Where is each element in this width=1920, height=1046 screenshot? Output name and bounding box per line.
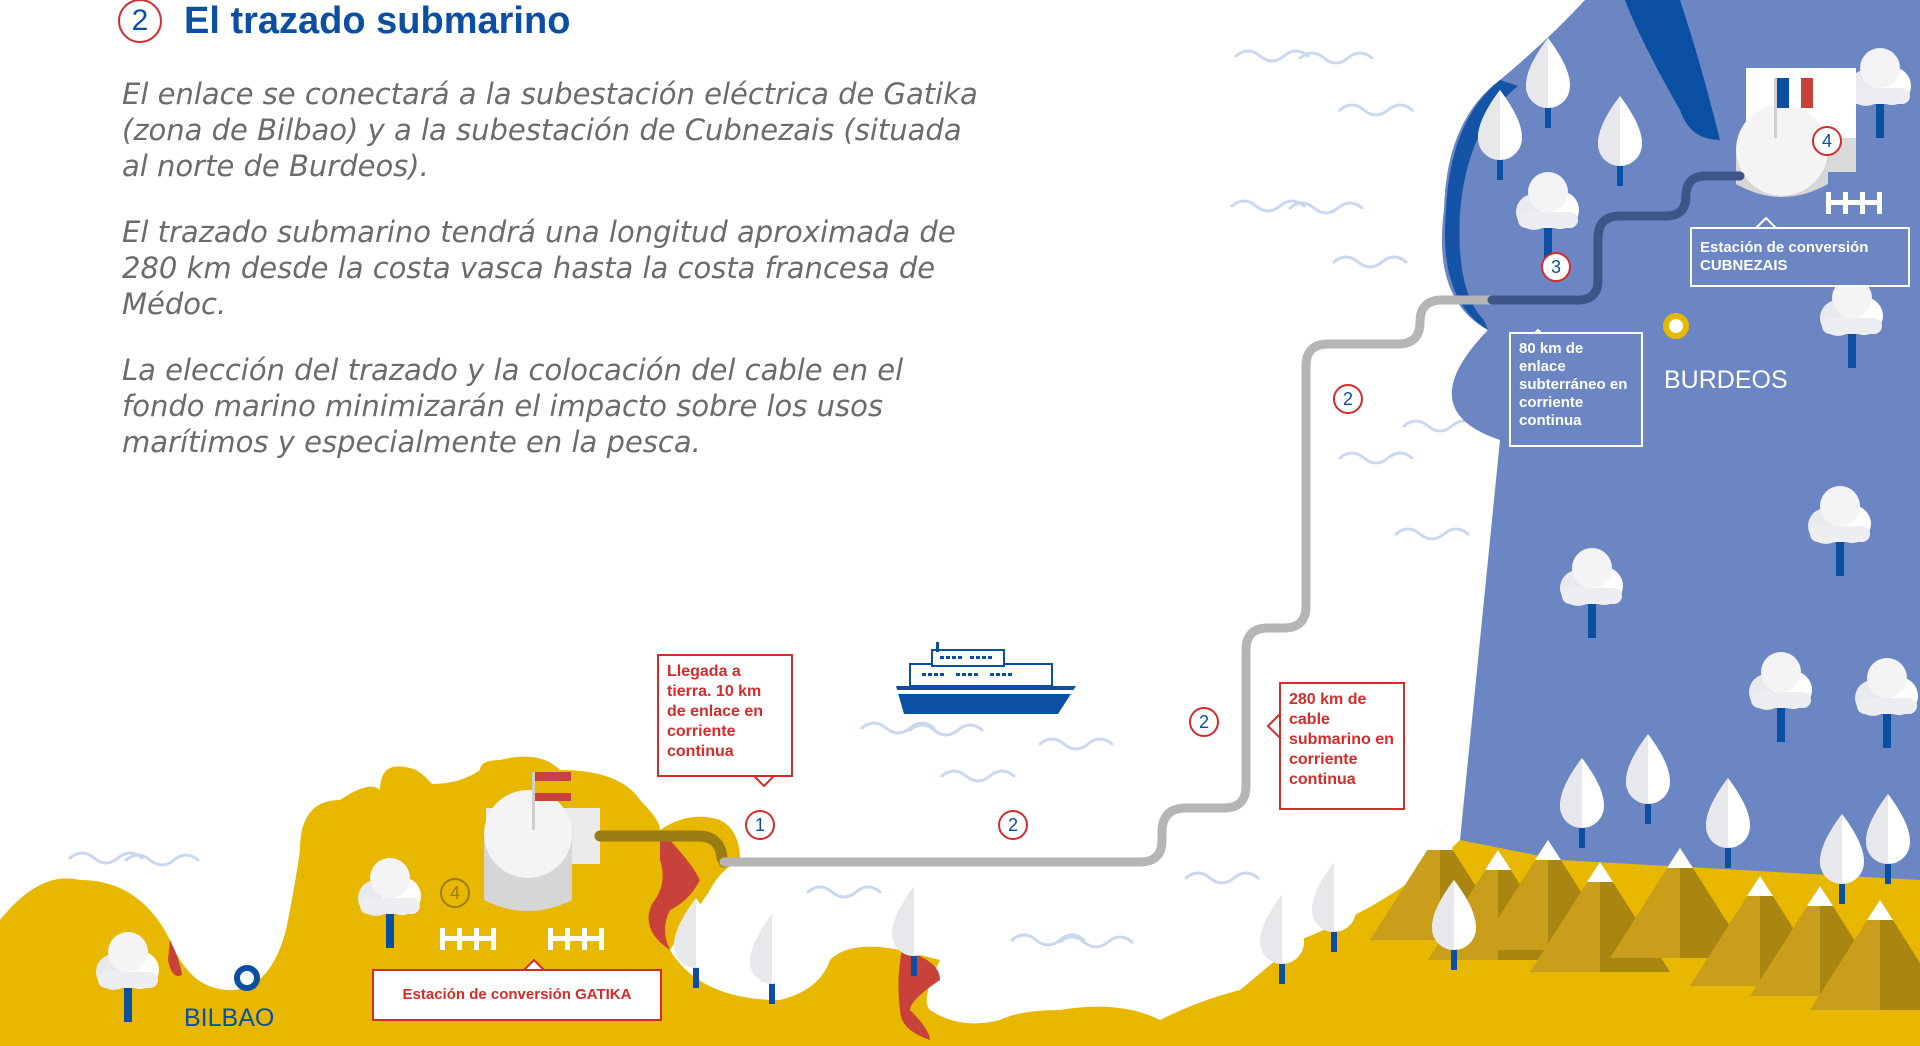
callout-cubnezais: Estación de conversión CUBNEZAIS <box>1690 227 1910 287</box>
badge-station-cubnezais: 4 <box>1812 126 1842 156</box>
badge-underground: 3 <box>1541 252 1571 282</box>
intro-text: El enlace se conectará a la subestación … <box>122 76 982 490</box>
section-heading: 2 El trazado submarino <box>118 0 571 43</box>
intro-paragraph-impact: La elección del trazado y la colocación … <box>122 353 904 459</box>
spain-flag-icon <box>535 772 571 801</box>
page-title: El trazado submarino <box>184 0 571 42</box>
intro-paragraph-length: El trazado submarino tendrá una longitud… <box>122 215 956 321</box>
callout-gatika: Estación de conversión GATIKA <box>372 969 662 1021</box>
badge-landfall: 1 <box>745 810 775 840</box>
callout-landfall: Llegada a tierra. 10 km de enlace en cor… <box>657 654 793 777</box>
underground-cable-france <box>1487 171 1745 305</box>
underground-cable-spain <box>594 830 730 868</box>
subsea-cable <box>719 295 1497 867</box>
badge-subsea-1: 2 <box>998 810 1028 840</box>
city-label-burdeos: BURDEOS <box>1664 366 1788 394</box>
city-marker-icon <box>234 313 1689 991</box>
france-flag-icon <box>1777 78 1813 108</box>
ship-icon <box>896 642 1076 714</box>
section-number: 2 <box>118 0 162 43</box>
city-label-bilbao: BILBAO <box>184 1004 275 1032</box>
callout-underground: 80 km de enlace subterráneo en corriente… <box>1509 332 1643 447</box>
callout-subsea: 280 km de cable submarino en corriente c… <box>1279 682 1405 810</box>
gatika-station <box>484 772 600 911</box>
badge-subsea-3: 2 <box>1333 384 1363 414</box>
badge-subsea-2: 2 <box>1189 707 1219 737</box>
intro-paragraph-connection: El enlace se conectará a la subestación … <box>122 77 978 183</box>
badge-station-gatika: 4 <box>440 878 470 908</box>
